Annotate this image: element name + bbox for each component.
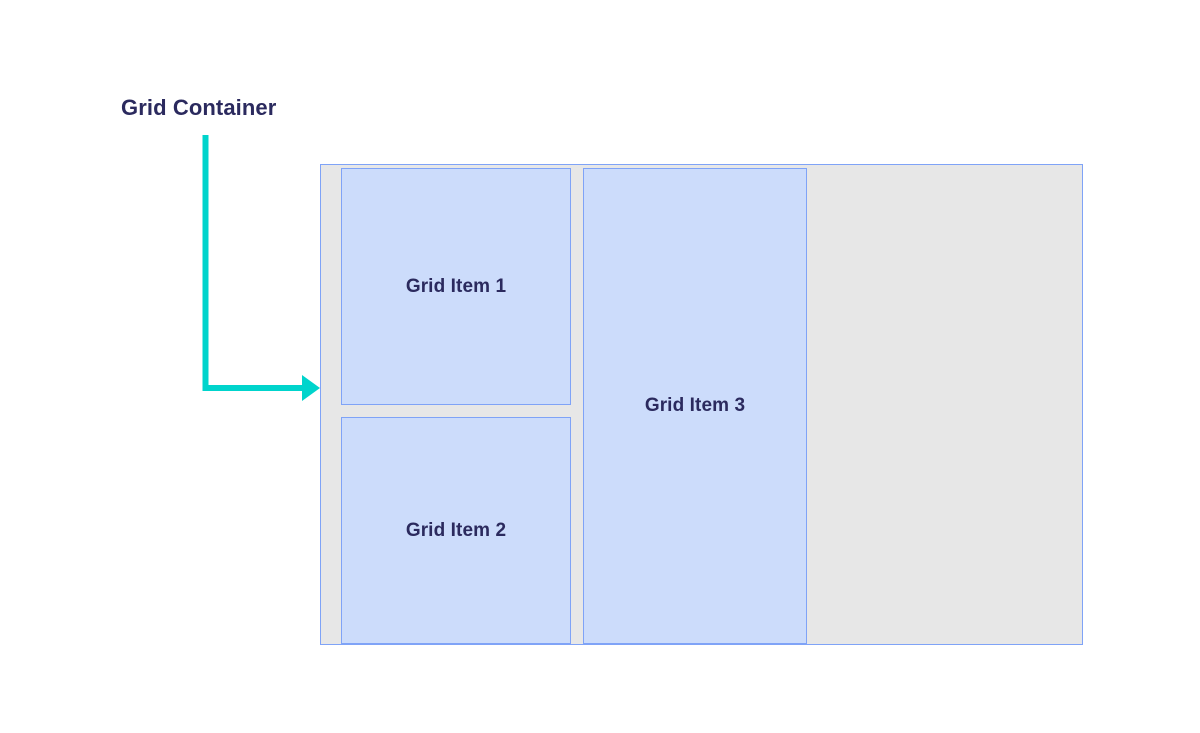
callout-label-grid-container: Grid Container (121, 95, 277, 120)
grid-item-1-label: Grid Item 1 (405, 275, 507, 297)
grid-item-2-label: Grid Item 2 (405, 519, 507, 541)
grid-item-3: Grid Item 3 (583, 168, 807, 644)
grid-container: Grid Item 1 Grid Item 2 Grid Item 3 (320, 164, 1083, 645)
grid-item-2: Grid Item 2 (341, 417, 571, 644)
grid-item-3-label: Grid Item 3 (644, 395, 746, 416)
grid-item-1: Grid Item 1 (341, 168, 571, 405)
callout-arrow-icon (202, 135, 320, 401)
